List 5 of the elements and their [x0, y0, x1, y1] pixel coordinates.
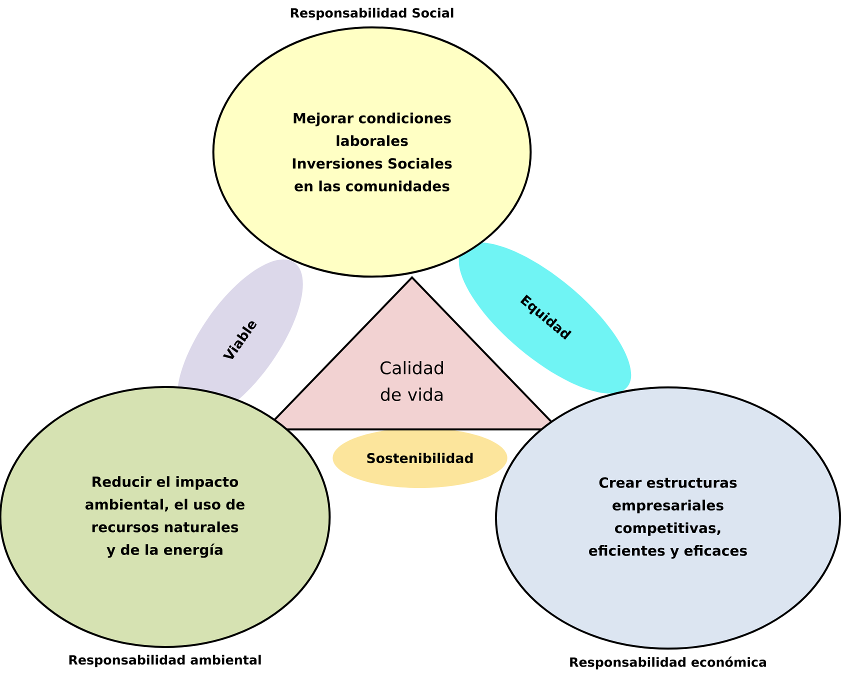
ellipse-node: Mejorar condiciones laborales Inversiones Sociales en las comunidades: [212, 26, 532, 278]
ellipse-node: Crear estructuras empresariales competitivas, eficientes y eficaces: [495, 386, 841, 650]
heading-text: Responsabilidad económica: [570, 656, 766, 670]
heading-text: Responsabilidad Social: [290, 8, 454, 20]
heading-text: Responsabilidad ambiental: [69, 654, 261, 668]
